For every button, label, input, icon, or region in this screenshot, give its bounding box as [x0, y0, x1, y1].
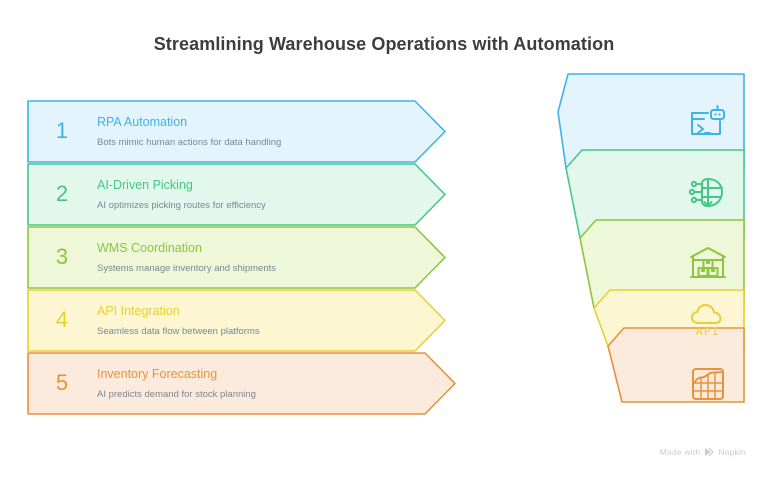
- funnel-diagram: [556, 72, 746, 416]
- step-item-2[interactable]: 2 AI-Driven Picking AI optimizes picking…: [27, 163, 447, 226]
- watermark-prefix: Made with: [659, 447, 701, 457]
- step-item-5[interactable]: 5 Inventory Forecasting AI predicts dema…: [27, 352, 456, 415]
- step-content-4: 4 API Integration Seamless data flow bet…: [27, 289, 447, 352]
- step-item-1[interactable]: 1 RPA Automation Bots mimic human action…: [27, 100, 447, 163]
- step-text-5: Inventory Forecasting AI predicts demand…: [97, 367, 447, 400]
- step-item-4[interactable]: 4 API Integration Seamless data flow bet…: [27, 289, 447, 352]
- funnel-band-5: [607, 327, 745, 403]
- step-title-4: API Integration: [97, 303, 180, 318]
- step-description-3: Systems manage inventory and shipments: [97, 262, 277, 274]
- step-number-3: 3: [55, 243, 69, 269]
- watermark: Made with Napkin: [660, 447, 746, 457]
- napkin-logo-icon: [705, 447, 715, 457]
- step-item-3[interactable]: 3 WMS Coordination Systems manage invent…: [27, 226, 447, 289]
- step-content-3: 3 WMS Coordination Systems manage invent…: [27, 226, 447, 289]
- step-chevron-shape-5: [27, 352, 456, 415]
- step-number-1: 1: [55, 117, 69, 143]
- step-title-5: Inventory Forecasting: [97, 366, 218, 381]
- step-text-3: WMS Coordination Systems manage inventor…: [97, 241, 447, 274]
- step-content-5: 5 Inventory Forecasting AI predicts dema…: [27, 352, 447, 415]
- step-chevron-shape-3: [27, 226, 447, 289]
- step-text-4: API Integration Seamless data flow betwe…: [97, 304, 447, 337]
- step-content-2: 2 AI-Driven Picking AI optimizes picking…: [27, 163, 447, 226]
- step-title-3: WMS Coordination: [97, 240, 202, 255]
- step-chevron-shape-2: [27, 163, 447, 226]
- step-description-5: AI predicts demand for stock planning: [97, 388, 256, 400]
- page-title: Streamlining Warehouse Operations with A…: [153, 34, 615, 54]
- step-description-2: AI optimizes picking routes for efficien…: [97, 199, 266, 211]
- step-title-1: RPA Automation: [97, 114, 188, 129]
- step-description-1: Bots mimic human actions for data handli…: [97, 136, 282, 148]
- steps-list: 1 RPA Automation Bots mimic human action…: [27, 100, 456, 415]
- step-number-5: 5: [55, 369, 69, 395]
- watermark-brand: Napkin: [718, 447, 746, 457]
- step-chevron-shape-1: [27, 100, 447, 163]
- step-title-2: AI-Driven Picking: [97, 177, 193, 192]
- step-text-1: RPA Automation Bots mimic human actions …: [97, 115, 447, 148]
- step-content-1: 1 RPA Automation Bots mimic human action…: [27, 100, 447, 163]
- step-number-2: 2: [55, 180, 69, 206]
- step-text-2: AI-Driven Picking AI optimizes picking r…: [97, 178, 447, 211]
- step-number-4: 4: [55, 306, 69, 332]
- step-description-4: Seamless data flow between platforms: [97, 325, 260, 337]
- step-chevron-shape-4: [27, 289, 447, 352]
